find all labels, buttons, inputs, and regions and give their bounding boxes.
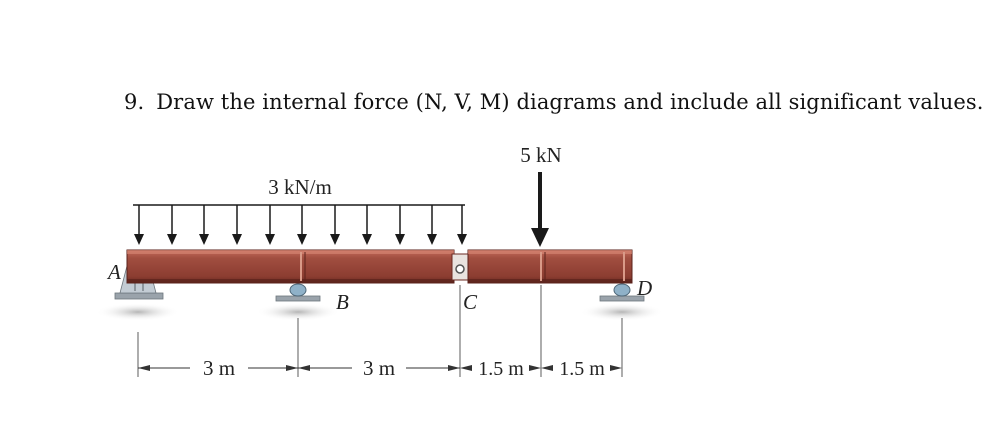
- dimension-load-d: 1.5 m: [559, 358, 605, 380]
- ground-d: [580, 303, 664, 321]
- point-load-label: 5 kN: [520, 143, 561, 167]
- label-b: B: [336, 290, 349, 314]
- dimension-ab: 3 m: [203, 356, 235, 380]
- question: 9. Draw the internal force (N, V, M) diag…: [124, 90, 984, 114]
- beam-segment-ac: [126, 249, 455, 284]
- roller-support-d: [599, 283, 645, 302]
- question-number: 9.: [124, 90, 145, 114]
- dimension-lines: [138, 365, 622, 371]
- roller-support-b: [275, 283, 321, 302]
- ground-b: [256, 303, 340, 321]
- ground-a: [96, 303, 180, 321]
- hinge-c: [451, 253, 469, 281]
- label-a: A: [106, 260, 121, 284]
- question-text: Draw the internal force (N, V, M) diagra…: [156, 90, 984, 114]
- beam-segment-cd: [467, 249, 633, 284]
- label-d: D: [636, 276, 652, 300]
- distributed-load-label: 3 kN/m: [268, 175, 332, 199]
- label-c: C: [463, 290, 478, 314]
- point-load: [531, 172, 549, 247]
- dimension-c-load: 1.5 m: [478, 358, 524, 380]
- distributed-load: [133, 204, 467, 245]
- dimension-bc: 3 m: [363, 356, 395, 380]
